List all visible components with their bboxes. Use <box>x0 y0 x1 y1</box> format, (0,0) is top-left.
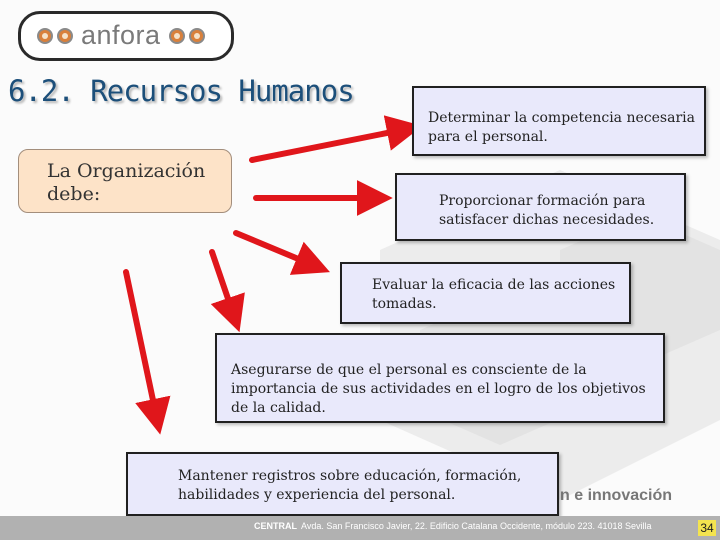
logo-ring-icon <box>57 27 73 44</box>
logo-text: anfora <box>81 20 161 50</box>
item-text: Mantener registros sobre educación, form… <box>178 468 522 503</box>
item-text: Asegurarse de que el personal es conscie… <box>231 362 646 416</box>
organization-label: La Organización debe: <box>47 160 206 205</box>
logo: anfora <box>18 11 234 61</box>
page-number: 34 <box>698 520 716 536</box>
item-box-5: Mantener registros sobre educación, form… <box>126 452 559 516</box>
footer-brand: CENTRAL <box>254 521 297 531</box>
item-text: Determinar la competencia necesaria para… <box>428 110 695 145</box>
item-box-1: Determinar la competencia necesaria para… <box>412 86 706 156</box>
logo-ring-icon <box>168 27 185 44</box>
item-box-4: Asegurarse de que el personal es conscie… <box>215 333 665 423</box>
footer-address: CENTRAL Avda. San Francisco Javier, 22. E… <box>254 521 652 531</box>
organization-box: La Organización debe: <box>18 149 232 213</box>
arrow-to-item-4 <box>209 249 245 333</box>
item-box-3: Evaluar la eficacia de las acciones toma… <box>340 262 631 324</box>
logo-ring-icon <box>37 27 53 44</box>
item-text: Proporcionar formación para satisfacer d… <box>439 193 655 228</box>
footer-address-text: Avda. San Francisco Javier, 22. Edificio… <box>301 521 652 531</box>
arrow-to-item-3 <box>233 230 330 275</box>
item-text: Evaluar la eficacia de las acciones toma… <box>372 277 616 312</box>
item-box-2: Proporcionar formación para satisfacer d… <box>395 173 686 241</box>
page-title: 6.2. Recursos Humanos <box>8 74 355 108</box>
footer-slogan: n e innovación <box>560 487 673 504</box>
arrow-to-item-5 <box>123 269 171 435</box>
logo-ring-icon <box>188 27 205 44</box>
footer-bar <box>0 516 720 540</box>
arrow-to-item-1 <box>249 115 423 163</box>
